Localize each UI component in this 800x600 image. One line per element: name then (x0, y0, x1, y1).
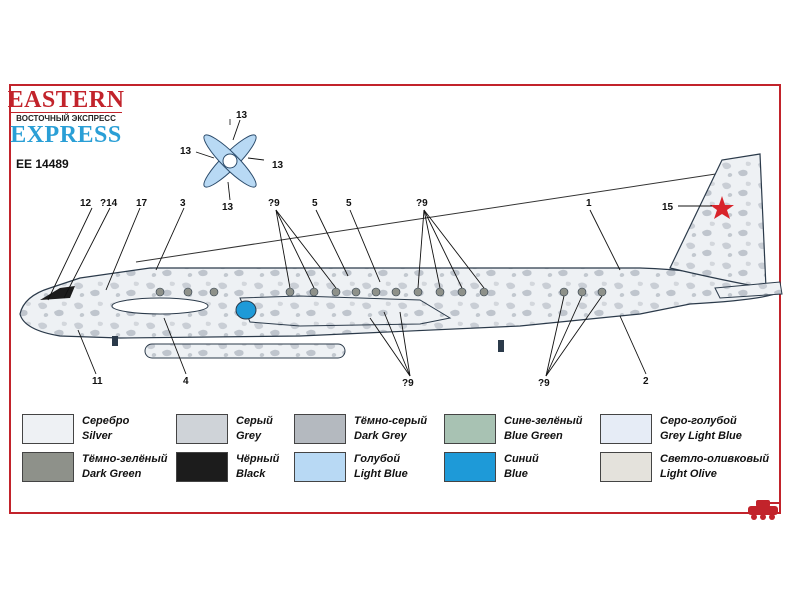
border-frame (9, 84, 781, 514)
callout-9-lower: ?9 (402, 378, 414, 389)
callout-14: ?14 (100, 198, 118, 209)
callout-9-left: ?9 (268, 198, 280, 209)
wing-outline (135, 169, 743, 263)
callout-5-left: 5 (312, 198, 318, 209)
tank-logo-icon (748, 500, 780, 520)
callout-5-right: 5 (346, 198, 352, 209)
callout-11: 11 (92, 376, 103, 387)
kit-number: EE 14489 (16, 157, 69, 171)
swatch-blue-green (444, 414, 496, 444)
callout-13-left: 13 (180, 146, 192, 157)
callout-15: 15 (662, 202, 674, 213)
callout-leaders (47, 119, 712, 377)
swatch-grey (176, 414, 228, 444)
logo-express-text: EXPRESS (10, 122, 122, 148)
callout-17: 17 (136, 198, 148, 209)
callout-9-lower-right: ?9 (538, 378, 550, 389)
logo-rule (10, 112, 122, 113)
swatch-dark-green (22, 452, 74, 482)
swatch-blue (444, 452, 496, 482)
callout-1: 1 (586, 198, 592, 209)
callout-4: 4 (183, 376, 189, 387)
callout-13-right: 13 (272, 160, 284, 171)
propeller-front-view (203, 119, 257, 188)
eastern-express-logo: EASTERN ВОСТОЧНЫЙ ЭКСПРЕСС EXPRESS (4, 88, 128, 150)
callout-12: 12 (80, 198, 92, 209)
logo-eastern-text: EASTERN (7, 87, 125, 113)
callout-13-top: 13 (236, 110, 248, 121)
swatch-black (176, 452, 228, 482)
swatch-silver (22, 414, 74, 444)
callout-3: 3 (180, 198, 186, 209)
swatch-light-olive (600, 452, 652, 482)
swatch-grey-light-blue (600, 414, 652, 444)
fuselage (19, 153, 783, 359)
callout-2: 2 (643, 376, 649, 387)
swatch-dark-grey (294, 414, 346, 444)
callout-9-center: ?9 (416, 198, 428, 209)
callout-13-bottom: 13 (222, 202, 234, 213)
swatch-light-blue (294, 452, 346, 482)
logo-russian-subtitle: ВОСТОЧНЫЙ ЭКСПРЕСС (16, 114, 116, 123)
